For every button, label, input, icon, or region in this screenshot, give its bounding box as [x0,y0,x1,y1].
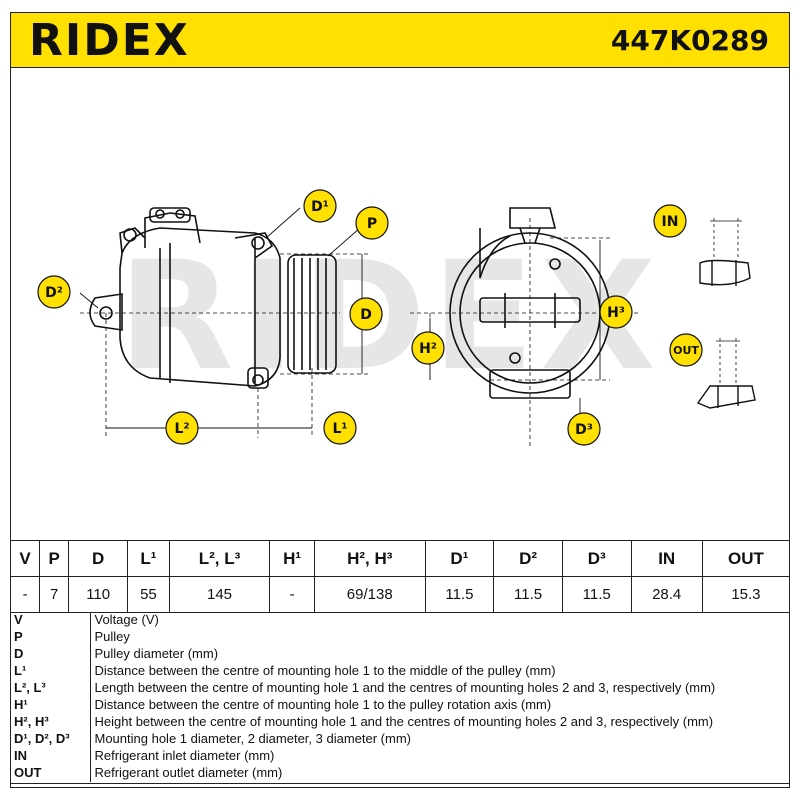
spec-header-cell: OUT [701,540,791,577]
callout-in: IN [653,204,687,238]
spec-table: V P D L¹ L², L³ H¹ H², H³ D¹ D² D³ IN OU… [9,540,791,613]
legend-key: H², H³ [10,714,91,731]
spec-header-cell: L², L³ [168,540,271,577]
outlet-fitting [696,338,756,409]
spec-header-cell: D³ [561,540,632,577]
spec-header-cell: H¹ [269,540,315,577]
spec-header-row: V P D L¹ L², L³ H¹ H², H³ D¹ D² D³ IN OU… [9,540,791,577]
callout-h3: H³ [599,295,633,329]
spec-header-cell: H², H³ [313,540,426,577]
compressor-diagram: RIDEX [37,189,756,448]
callout-p: P [355,206,389,240]
legend-desc: Length between the centre of mounting ho… [94,680,716,695]
callouts: D¹ P D² D L² L¹ H² H³ [37,189,703,446]
callout-d: D [349,297,383,331]
spec-value-cell: 69/138 [313,576,426,613]
spec-header-cell: L¹ [127,540,170,577]
callout-d1-label: D¹ [311,199,329,215]
legend-key: D¹, D², D³ [10,731,91,748]
callout-d2-label: D² [45,285,63,301]
inlet-fitting [699,218,751,286]
legend-desc: Pulley diameter (mm) [94,646,219,661]
document-frame [10,68,790,788]
spec-value-cell: 11.5 [424,576,495,613]
callout-d3: D³ [567,412,601,446]
legend-key: L¹ [10,663,91,680]
legend-key: L², L³ [10,680,91,697]
legend-desc: Refrigerant outlet diameter (mm) [94,765,283,780]
legend-desc: Distance between the centre of mounting … [94,697,552,712]
callout-h3-label: H³ [607,305,625,321]
spec-value-cell: 11.5 [493,576,563,613]
legend-key: P [10,629,91,646]
spec-header-cell: V [9,540,41,577]
brand-logo: RIDEX [29,15,190,66]
side-dimension-lines [80,253,370,438]
legend-desc: Height between the centre of mounting ho… [94,714,714,729]
callout-l1: L¹ [323,411,357,445]
legend-key: D [10,646,91,663]
watermark: RIDEX [118,230,662,404]
spec-value-cell: 145 [168,576,271,613]
spec-header-cell: D² [493,540,563,577]
brand-header: RIDEX 447K0289 [10,12,790,68]
spec-value-cell: 7 [39,576,70,613]
callout-l2-label: L² [174,421,189,437]
spec-header-cell: D [68,540,129,577]
spec-value-cell: - [269,576,315,613]
front-dimension-lines [410,218,640,448]
callout-p-label: P [367,216,377,232]
spec-value-cell: - [9,576,41,613]
callout-d3-label: D³ [575,422,593,438]
callout-in-label: IN [662,214,679,230]
callout-h2: H² [411,331,445,365]
legend-desc: Refrigerant inlet diameter (mm) [94,748,275,763]
callout-d2: D² [37,275,71,309]
spec-value-cell: 110 [68,576,129,613]
legend-desc: Voltage (V) [94,612,159,627]
callout-h2-label: H² [419,341,437,357]
callout-d-label: D [360,307,372,323]
legend-desc: Mounting hole 1 diameter, 2 diameter, 3 … [94,731,411,746]
callout-l2: L² [165,411,199,445]
spec-value-cell: 28.4 [630,576,703,613]
legend-key: IN [10,748,91,765]
compressor-side-view [89,207,337,389]
spec-value-cell: 11.5 [561,576,632,613]
spec-value-cell: 55 [127,576,170,613]
spec-value-row: - 7 110 55 145 - 69/138 11.5 11.5 11.5 2… [9,576,791,613]
legend-desc: Pulley [94,629,130,644]
spec-header-cell: D¹ [424,540,495,577]
legend-key: OUT [10,765,91,782]
callout-out-label: OUT [673,344,699,357]
legend-key: H¹ [10,697,91,714]
callout-d1: D¹ [303,189,337,223]
callout-out: OUT [669,333,703,367]
legend-key: V [10,612,91,629]
spec-header-cell: IN [630,540,703,577]
spec-value-cell: 15.3 [701,576,791,613]
part-number: 447K0289 [610,24,769,57]
callout-l1-label: L¹ [332,421,347,437]
legend-desc: Distance between the centre of mounting … [94,663,556,678]
spec-header-cell: P [39,540,70,577]
